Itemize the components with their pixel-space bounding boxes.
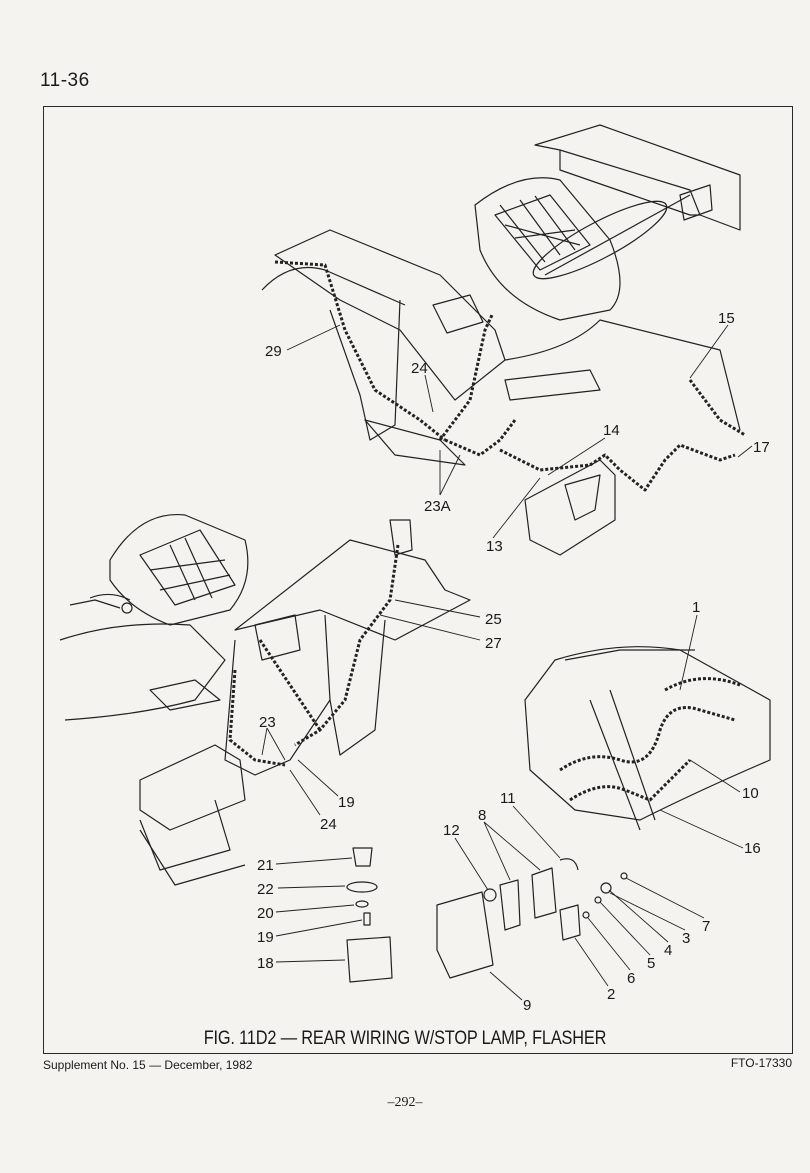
seat-grid bbox=[494, 194, 591, 271]
lower-bracket bbox=[389, 519, 413, 556]
callout-22: 22 bbox=[257, 881, 274, 898]
callout-7: 7 bbox=[702, 918, 710, 935]
page-footer-number: –292– bbox=[387, 1095, 423, 1110]
harness-23a bbox=[444, 419, 517, 457]
lower-fender bbox=[234, 539, 471, 641]
upper-deck bbox=[504, 319, 741, 431]
callout-13: 13 bbox=[486, 538, 503, 555]
part-18-flasher bbox=[346, 936, 393, 983]
lower-fender-side bbox=[224, 614, 331, 776]
callout-15: 15 bbox=[718, 310, 735, 327]
lower-frame-base bbox=[139, 829, 246, 886]
callout-23a: 23A bbox=[424, 498, 451, 515]
harness-lamp bbox=[258, 639, 322, 731]
callout-2: 2 bbox=[607, 986, 615, 1003]
lower-fender-leg bbox=[329, 619, 386, 756]
lower-chevron bbox=[149, 679, 221, 711]
part-20 bbox=[355, 900, 369, 908]
callout-25: 25 bbox=[485, 611, 502, 628]
steering-shaft bbox=[544, 194, 691, 276]
callout-17: 17 bbox=[753, 439, 770, 456]
callout-19-lower: 19 bbox=[257, 929, 274, 946]
detail-panel bbox=[524, 646, 771, 821]
callout-16: 16 bbox=[744, 840, 761, 857]
hood-side bbox=[559, 150, 700, 216]
part-21 bbox=[352, 847, 373, 867]
callout-21: 21 bbox=[257, 857, 274, 874]
part-4 bbox=[600, 882, 612, 894]
callout-29: 29 bbox=[265, 343, 282, 360]
headlight bbox=[679, 184, 713, 221]
callout-3: 3 bbox=[682, 930, 690, 947]
part-22 bbox=[346, 881, 378, 893]
callout-27: 27 bbox=[485, 635, 502, 652]
callout-20: 20 bbox=[257, 905, 274, 922]
part-8-lens bbox=[499, 879, 521, 931]
upper-seat bbox=[474, 177, 621, 321]
lower-seat bbox=[109, 513, 249, 626]
harness-13 bbox=[499, 443, 736, 492]
figure-caption: FIG. 11D2 — REAR WIRING W/STOP LAMP, FLA… bbox=[203, 1028, 607, 1049]
harness-tail bbox=[438, 314, 494, 441]
upper-step bbox=[564, 474, 601, 521]
callout-1: 1 bbox=[692, 599, 700, 616]
callout-14: 14 bbox=[603, 422, 620, 439]
upper-fender bbox=[274, 229, 506, 401]
lower-seat-grid bbox=[139, 529, 236, 606]
callout-18: 18 bbox=[257, 955, 274, 972]
part-9-cover bbox=[436, 891, 494, 979]
figure-frame bbox=[43, 106, 793, 1054]
lower-frame bbox=[139, 799, 231, 871]
callout-6: 6 bbox=[627, 970, 635, 987]
callout-10: 10 bbox=[742, 785, 759, 802]
harness-25 bbox=[294, 544, 400, 747]
lower-tail-lamp bbox=[254, 614, 301, 661]
lower-steering bbox=[69, 593, 131, 609]
supplement-note: Supplement No. 15 — December, 1982 bbox=[43, 1058, 253, 1072]
callout-8: 8 bbox=[478, 807, 486, 824]
document-code: FTO-17330 bbox=[730, 1056, 792, 1070]
harness-29 bbox=[274, 260, 446, 442]
callout-11: 11 bbox=[500, 790, 516, 807]
lower-seat-lines bbox=[149, 537, 231, 601]
callout-24-lower: 24 bbox=[320, 816, 337, 833]
upper-footrest bbox=[524, 459, 616, 556]
detail-bar bbox=[564, 649, 695, 661]
harness-23 bbox=[228, 669, 286, 767]
callout-24-upper: 24 bbox=[411, 360, 428, 377]
part-19 bbox=[363, 912, 371, 926]
lower-knob bbox=[121, 602, 133, 614]
part-7 bbox=[620, 872, 628, 880]
upper-tail-lamp bbox=[432, 294, 484, 334]
callout-19-upper: 19 bbox=[338, 794, 355, 811]
callout-labels: 29 24 23A 13 14 15 17 25 27 23 19 24 1 1… bbox=[257, 310, 770, 1014]
harness-1 bbox=[664, 677, 741, 692]
part-5 bbox=[594, 896, 602, 904]
upper-fender-edge bbox=[261, 266, 406, 306]
part-2 bbox=[559, 904, 581, 941]
lower-footrest bbox=[139, 744, 246, 831]
harness-15 bbox=[688, 379, 746, 437]
upper-base bbox=[364, 419, 466, 466]
seat-lines bbox=[499, 195, 581, 263]
part-6 bbox=[582, 911, 590, 919]
callout-23: 23 bbox=[259, 714, 276, 731]
part-8-housing bbox=[531, 867, 557, 919]
callout-5: 5 bbox=[647, 955, 655, 972]
harness-16 bbox=[569, 758, 692, 802]
part-11 bbox=[559, 858, 579, 871]
page-number: 11-36 bbox=[40, 70, 90, 91]
callout-4: 4 bbox=[664, 942, 672, 959]
callout-12: 12 bbox=[443, 822, 460, 839]
upper-fender-leg bbox=[329, 299, 401, 441]
harness-10 bbox=[559, 706, 736, 772]
upper-chevron bbox=[504, 369, 601, 401]
part-12-bulb bbox=[483, 888, 497, 902]
hood-upper bbox=[534, 124, 741, 231]
steering-wheel bbox=[532, 200, 668, 280]
lower-dash bbox=[59, 623, 226, 721]
callout-9: 9 bbox=[523, 997, 531, 1014]
